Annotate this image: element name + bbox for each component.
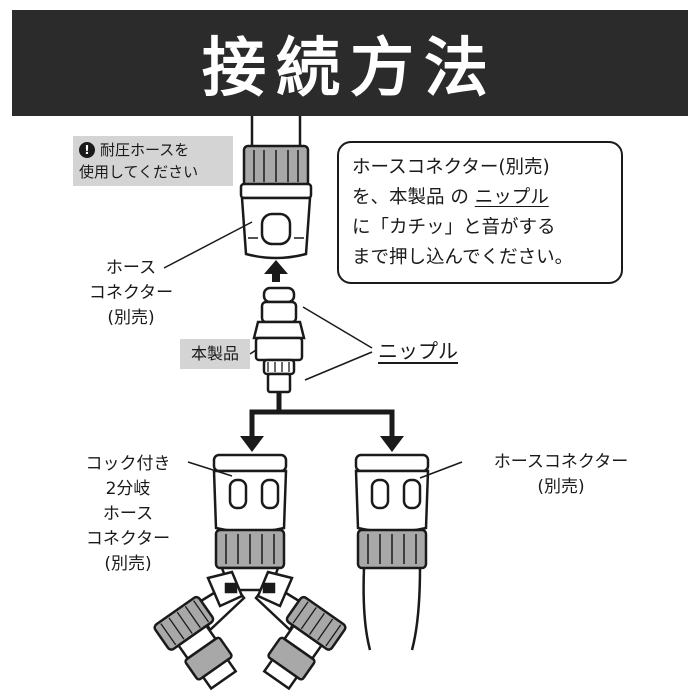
instruction-callout: ホースコネクター(別売) を、本製品 の ニップル に「カチッ」と音がする まで…: [337, 141, 623, 284]
right-connector-label: ホースコネクター (別売): [466, 450, 656, 500]
cock-connector-label-5: (別売): [104, 554, 152, 574]
warning-line-1: 耐圧ホースを: [100, 141, 190, 159]
nipple-leader-lines: [302, 306, 373, 381]
exclamation-icon: !: [79, 142, 95, 158]
page-title: 接続方法: [202, 32, 498, 106]
callout-line-2-text: を、本製品 の: [352, 187, 475, 208]
nipple-part: [252, 286, 306, 394]
cock-connector-label-2: 2分岐: [105, 479, 151, 499]
product-leader-line: [249, 349, 257, 355]
header-banner: 接続方法: [12, 10, 688, 116]
callout-nipple-text: ニップル: [474, 187, 549, 208]
top-connector-label-3: (別売): [107, 308, 155, 328]
right-hose: [362, 567, 422, 651]
warning-line-2: 使用してください: [79, 163, 199, 181]
top-connector-label-1: ホース: [105, 258, 157, 278]
top-hose: [250, 116, 302, 150]
top-connector-label: ホース コネクター (別売): [86, 256, 176, 331]
nipple-label: ニップル: [378, 339, 458, 363]
up-arrow-icon: [264, 260, 288, 282]
cock-connector-label-4: コネクター: [85, 529, 171, 549]
right-hose-connector: [354, 453, 430, 570]
right-connector-label-1: ホースコネクター: [493, 452, 629, 472]
warning-note: ! 耐圧ホースを 使用してください: [73, 136, 233, 186]
callout-line-2: を、本製品 の ニップル: [352, 183, 611, 213]
callout-line-3: に「カチッ」と音がする: [352, 217, 556, 238]
top-connector-label-2: コネクター: [88, 283, 174, 303]
cock-connector-label-3: ホース: [102, 504, 154, 524]
right-connector-label-2: (別売): [537, 477, 585, 497]
down-arrow-left-icon: [240, 436, 264, 452]
product-tag: 本製品: [180, 339, 250, 369]
cock-splitter-connector: [153, 453, 347, 691]
callout-line-4: まで押し込んでください。: [352, 247, 574, 268]
label-leader-lines: [163, 221, 463, 479]
callout-line-1: ホースコネクター(別売): [352, 157, 550, 178]
top-hose-connector: [239, 144, 313, 260]
down-arrow-right-icon: [380, 436, 404, 452]
cock-connector-label-1: コック付き: [85, 454, 171, 474]
cock-connector-label: コック付き 2分岐 ホース コネクター (別売): [68, 452, 188, 577]
split-arrows: [249, 392, 395, 440]
